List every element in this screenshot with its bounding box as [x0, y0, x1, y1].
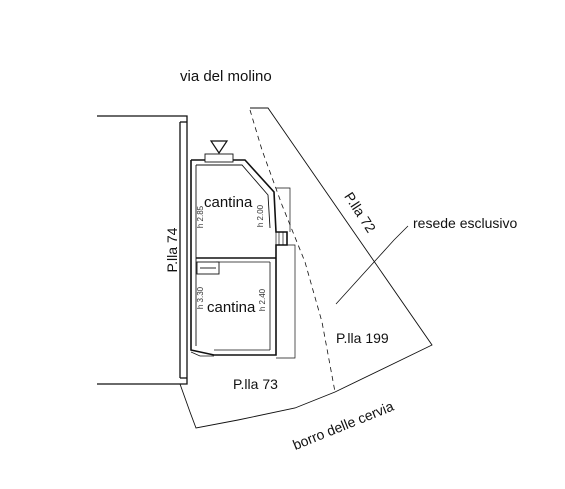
stream-label: borro delle cervia: [290, 398, 396, 453]
parcel-72-label: P.lla 72: [341, 189, 379, 236]
cellar-building: [190, 159, 288, 356]
parcel-74-boundary: [97, 115, 188, 385]
door-lower: [196, 261, 220, 275]
stair-block-right: [275, 231, 288, 246]
terrace-edge: [190, 187, 296, 359]
parcel-74-label: P.lla 74: [164, 227, 180, 272]
height-upper-left: h 2.85: [196, 205, 205, 228]
street-label: via del molino: [180, 68, 272, 85]
door-upper: [204, 153, 234, 163]
height-lower-right: h 2.40: [258, 288, 267, 311]
exclusive-area-leader: [335, 225, 409, 305]
room-upper-label: cantina: [204, 194, 253, 211]
room-lower-label: cantina: [207, 299, 256, 316]
entrance-arrow-icon: [209, 140, 229, 155]
parcel-199-label: P.lla 199: [336, 330, 389, 346]
exclusive-area-boundary: [179, 107, 433, 429]
height-lower-left: h 3.30: [196, 286, 205, 309]
parcel-73-label: P.lla 73: [233, 376, 278, 392]
height-upper-right: h 2.00: [256, 204, 265, 227]
exclusive-area-label: resede esclusivo: [413, 215, 517, 231]
